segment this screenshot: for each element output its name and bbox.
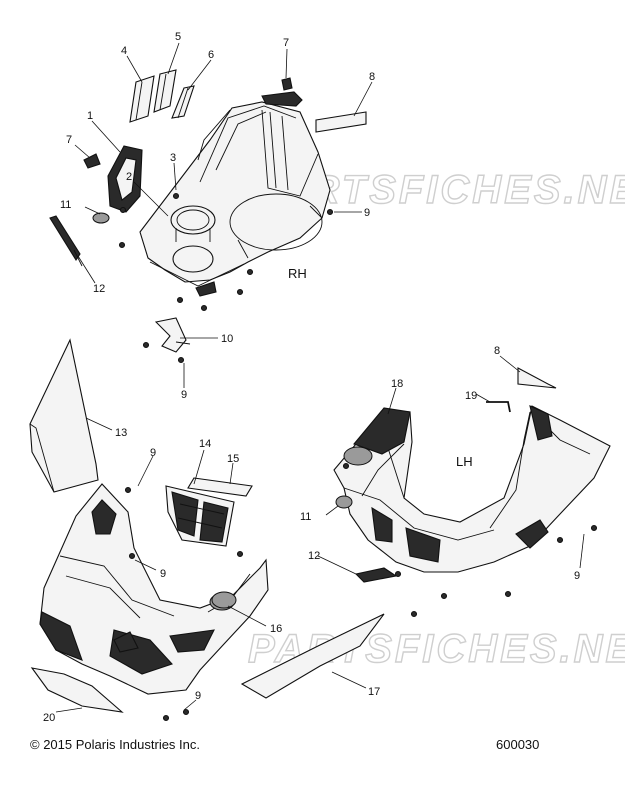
callout-10: 10 bbox=[221, 333, 233, 345]
callout-9-mid: 9 bbox=[181, 389, 187, 401]
side-label-lh: LH bbox=[456, 454, 473, 469]
part-16-vent-ring bbox=[211, 591, 237, 609]
callout-14: 14 bbox=[199, 438, 211, 450]
diagram-number: 600030 bbox=[496, 737, 540, 752]
callout-5: 5 bbox=[175, 31, 181, 43]
lh-screws bbox=[342, 462, 598, 618]
part-12-strap-lh bbox=[354, 567, 398, 583]
part-4-pad bbox=[129, 75, 155, 123]
part-10-bracket bbox=[154, 317, 187, 353]
callout-15: 15 bbox=[227, 453, 239, 465]
callout-16: 16 bbox=[270, 623, 282, 635]
part-11-grommet-top bbox=[92, 212, 110, 224]
part-15-decal bbox=[187, 477, 253, 497]
callout-20: 20 bbox=[43, 712, 55, 724]
callout-12-lh: 12 bbox=[308, 550, 320, 562]
callout-9-front-top: 9 bbox=[150, 447, 156, 459]
part-7-fastener-left bbox=[83, 153, 101, 169]
callout-12-top: 12 bbox=[93, 283, 105, 295]
callout-9-lh: 9 bbox=[574, 570, 580, 582]
part-11-grommet-lh bbox=[335, 495, 353, 509]
copyright-text: © 2015 Polaris Industries Inc. bbox=[30, 737, 200, 752]
callout-18: 18 bbox=[391, 378, 403, 390]
rh-screws bbox=[118, 192, 334, 364]
front-lower-assembly bbox=[39, 483, 269, 695]
callout-2: 2 bbox=[126, 171, 132, 183]
part-8-strip-top bbox=[315, 111, 367, 133]
rh-footwell-assembly bbox=[139, 91, 331, 297]
callout-11-lh: 11 bbox=[300, 511, 311, 523]
leader-lines bbox=[55, 42, 585, 713]
callout-1: 1 bbox=[87, 110, 93, 122]
callout-3: 3 bbox=[170, 152, 176, 164]
callout-labels: 1 2 3 4 5 6 7 7 8 8 9 9 9 9 9 9 10 11 11… bbox=[43, 31, 580, 724]
part-8-triangle-pad bbox=[517, 367, 557, 389]
part-14-vent bbox=[165, 485, 235, 547]
callout-7-top: 7 bbox=[283, 37, 289, 49]
part-18-vent bbox=[353, 407, 411, 455]
part-1-panel bbox=[107, 145, 143, 213]
callout-8-lh: 8 bbox=[494, 345, 500, 357]
callout-9-front-mid: 9 bbox=[160, 568, 166, 580]
callout-13: 13 bbox=[115, 427, 127, 439]
part-12-strap-top bbox=[49, 215, 81, 262]
part-6-pad bbox=[171, 85, 195, 119]
callout-7-left: 7 bbox=[66, 134, 72, 146]
part-13-panel bbox=[29, 338, 99, 493]
lh-footwell-assembly bbox=[333, 405, 611, 573]
side-label-rh: RH bbox=[288, 266, 307, 281]
callout-8-top: 8 bbox=[369, 71, 375, 83]
callout-9-bottom: 9 bbox=[195, 690, 201, 702]
callout-4: 4 bbox=[121, 45, 127, 57]
part-17-panel bbox=[240, 613, 385, 699]
part-5-pad bbox=[153, 69, 177, 113]
callout-19: 19 bbox=[465, 390, 477, 402]
front-screws bbox=[124, 486, 244, 722]
part-7-fastener-top bbox=[281, 77, 293, 91]
callout-11-top: 11 bbox=[60, 199, 71, 211]
part-19-key bbox=[486, 401, 511, 413]
callout-17: 17 bbox=[368, 686, 380, 698]
callout-6: 6 bbox=[208, 49, 214, 61]
part-20-flap bbox=[30, 667, 124, 713]
callout-9-rh: 9 bbox=[364, 207, 370, 219]
